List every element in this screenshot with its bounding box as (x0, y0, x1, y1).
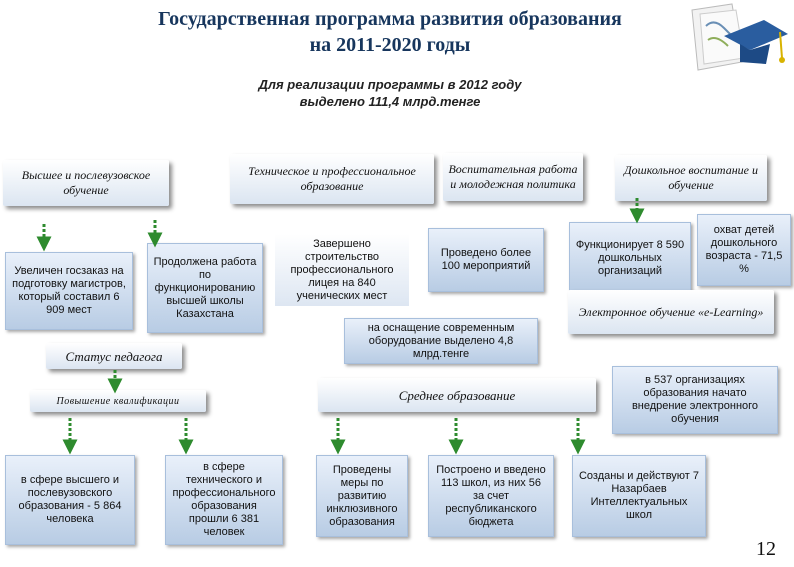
fact-elearning-orgs: в 537 организациях образования начато вн… (612, 366, 778, 434)
page-title: Государственная программа развития образ… (60, 6, 720, 58)
fact-inclusive-education: Проведены меры по развитию инклюзивного … (316, 455, 408, 537)
subtitle-line-2: выделено 111,4 млрд.тенге (299, 94, 481, 109)
page-number: 12 (756, 538, 776, 560)
category-teacher-status: Статус педагога (46, 343, 182, 369)
graduation-cap-icon (691, 3, 788, 71)
title-line-2: на 2011-2020 годы (309, 34, 471, 56)
fact-events: Проведено более 100 мероприятий (428, 228, 544, 292)
title-line-1: Государственная программа развития образ… (158, 8, 622, 30)
fact-masters-order: Увеличен госзаказ на подготовку магистро… (5, 252, 133, 330)
category-technical-education: Техническое и профессиональное образован… (230, 154, 434, 204)
fact-higher-school: Продолжена работа по функционированию вы… (147, 243, 263, 333)
category-qualification: Повышение квалификации (30, 390, 206, 412)
fact-schools-built: Построено и введено 113 школ, из них 56 … (428, 455, 554, 537)
fact-lyceum-built: Завершено строительство профессиональног… (275, 234, 409, 306)
fact-equipment-funding: на оснащение современным оборудование вы… (344, 318, 538, 364)
category-elearning: Электронное обучение «e-Learning» (568, 290, 774, 334)
fact-qualification-technical: в сфере технического и профессионального… (165, 455, 283, 545)
category-upbringing: Воспитательная работа и молодежная полит… (443, 153, 583, 201)
category-secondary-education: Среднее образование (318, 378, 596, 412)
category-preschool: Дошкольное воспитание и обучение (615, 155, 767, 201)
fact-preschool-orgs: Функционирует 8 590 дошкольных организац… (569, 222, 691, 294)
category-higher-education: Высшее и послевузовское обучение (3, 160, 169, 206)
subtitle-line-1: Для реализации программы в 2012 году (258, 77, 522, 92)
fact-preschool-coverage: охват детей дошкольного возраста - 71,5 … (697, 214, 791, 286)
fact-qualification-higher: в сфере высшего и послевузовского образо… (5, 455, 135, 545)
fact-nazarbayev-schools: Созданы и действуют 7 Назарбаев Интеллек… (572, 455, 706, 537)
funding-subtitle: Для реализации программы в 2012 году выд… (180, 76, 600, 110)
